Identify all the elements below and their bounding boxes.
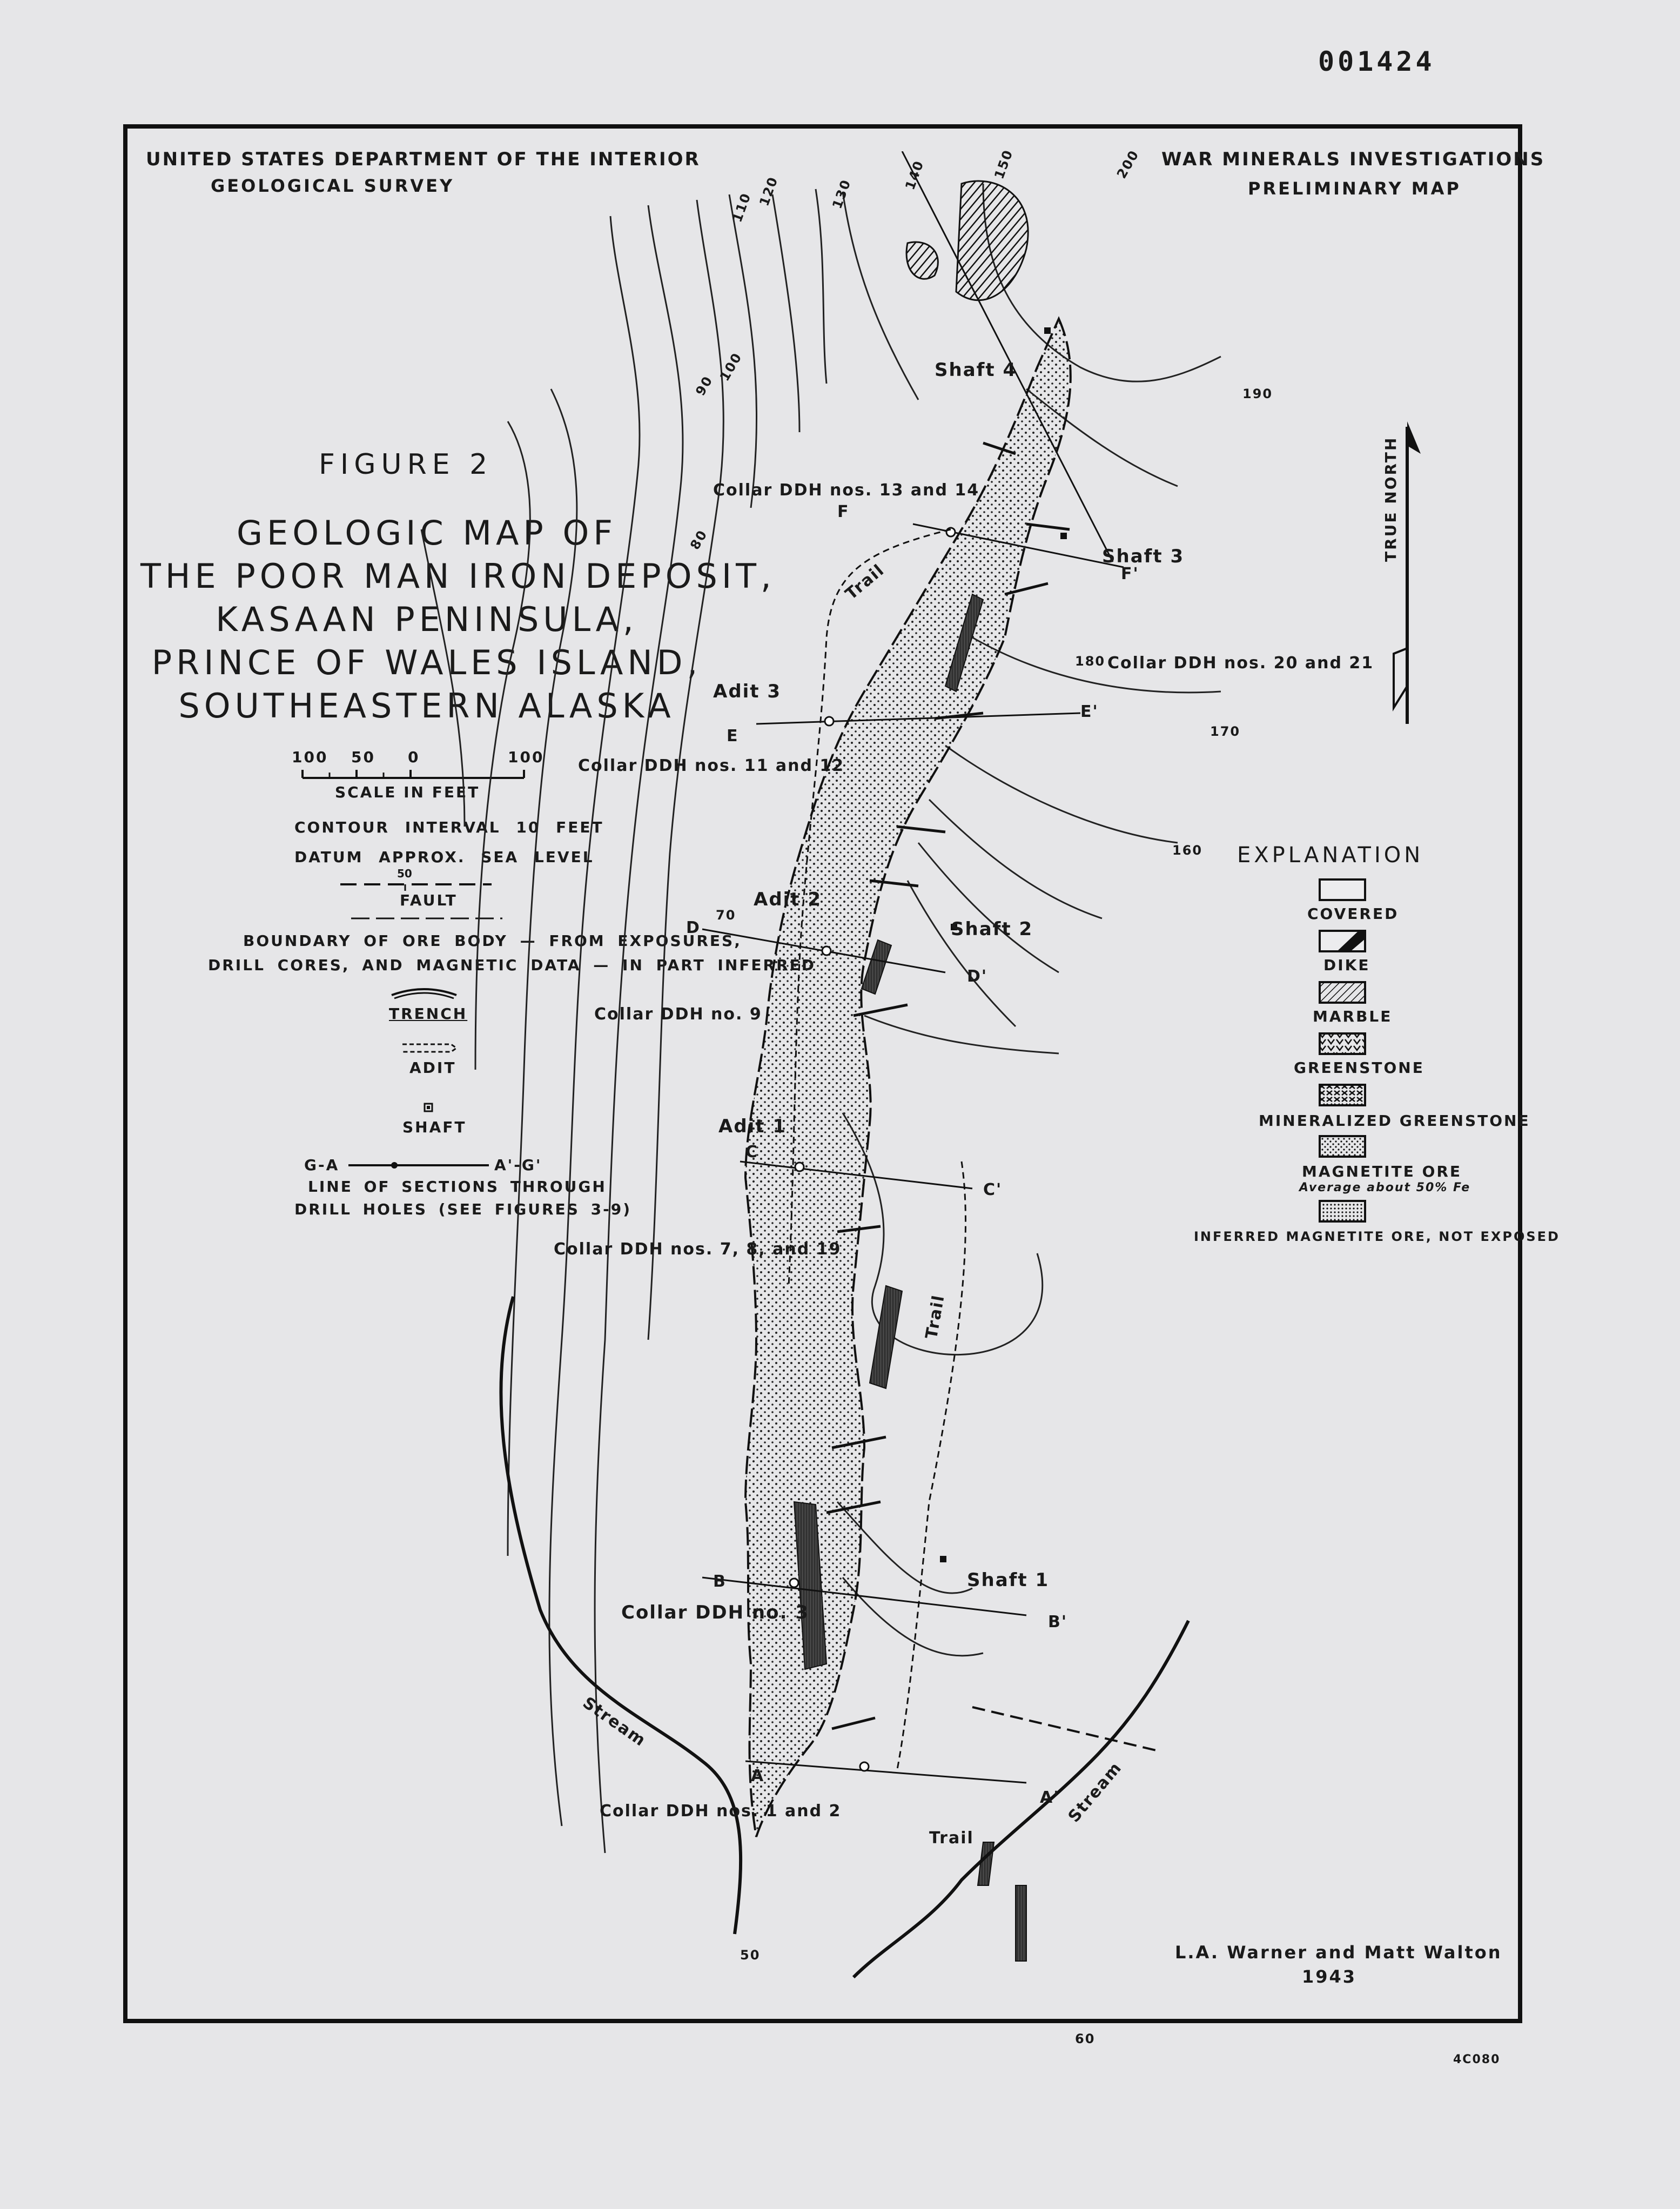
adit-symbol <box>402 1043 458 1053</box>
section-left-label: G-A <box>304 1156 340 1174</box>
section-B-prime: B' <box>1048 1613 1068 1631</box>
label-collar-3: Collar DDH no. 3 <box>621 1602 809 1623</box>
contour-160: 160 <box>1172 843 1203 858</box>
label-collar-11-12: Collar DDH nos. 11 and 12 <box>578 756 845 775</box>
agency-line-2: GEOLOGICAL SURVEY <box>211 176 455 196</box>
marble-swatch <box>1319 981 1366 1004</box>
label-collar-7-8-19: Collar DDH nos. 7, 8, and 19 <box>554 1240 842 1259</box>
scale-bar <box>301 770 525 779</box>
legend-dike: DIKE <box>1323 956 1370 974</box>
section-note-2: DRILL HOLES (SEE FIGURES 3-9) <box>294 1200 631 1218</box>
section-C-prime: C' <box>983 1180 1003 1199</box>
section-F: F <box>837 502 850 521</box>
contour-60: 60 <box>1075 2031 1096 2046</box>
figure-label: FIGURE 2 <box>319 448 493 481</box>
title-line-2: THE POOR MAN IRON DEPOSIT, <box>140 556 776 596</box>
scale-tick-0: 0 <box>408 748 420 766</box>
fault-label: FAULT <box>400 891 458 909</box>
legend-greenstone: GREENSTONE <box>1294 1059 1424 1077</box>
greenstone-swatch <box>1319 1032 1366 1055</box>
label-shaft-2: Shaft 2 <box>951 918 1033 940</box>
scale-tick-50: 50 <box>351 748 375 766</box>
inferred-ore-swatch <box>1319 1200 1366 1223</box>
contour-190: 190 <box>1242 386 1273 401</box>
contour-50: 50 <box>740 1948 761 1963</box>
map-frame <box>123 124 1522 2023</box>
legend-inferred-ore: INFERRED MAGNETITE ORE, NOT EXPOSED <box>1194 1229 1560 1244</box>
title-line-4: PRINCE OF WALES ISLAND, <box>151 643 702 682</box>
section-D-prime: D' <box>967 967 988 986</box>
label-trail-south: Trail <box>929 1829 974 1848</box>
legend-magnetite-note: Average about 50% Fe <box>1299 1181 1471 1194</box>
section-C: C <box>745 1143 759 1161</box>
section-A: A <box>751 1767 765 1785</box>
legend-mineralized-greenstone: MINERALIZED GREENSTONE <box>1259 1112 1530 1130</box>
trench-label: TRENCH <box>389 1005 468 1023</box>
contour-70: 70 <box>716 908 736 923</box>
legend-magnetite-ore: MAGNETITE ORE <box>1302 1163 1462 1180</box>
magnetite-ore-swatch <box>1319 1135 1366 1158</box>
datum-note: DATUM APPROX. SEA LEVEL <box>294 848 594 866</box>
shaft-label: SHAFT <box>402 1118 467 1136</box>
section-A-prime: A' <box>1040 1788 1060 1807</box>
credit-year: 1943 <box>1302 1966 1357 1987</box>
trench-symbol <box>391 988 457 999</box>
label-collar-20-21: Collar DDH nos. 20 and 21 <box>1107 654 1374 673</box>
fault-dip-value: 50 <box>397 867 412 880</box>
fault-symbol <box>340 883 492 891</box>
section-E-prime: E' <box>1080 702 1099 721</box>
label-shaft-1: Shaft 1 <box>967 1569 1050 1591</box>
ore-boundary-symbol <box>351 917 502 919</box>
label-shaft-4: Shaft 4 <box>935 359 1017 381</box>
label-adit-3: Adit 3 <box>713 681 782 702</box>
credit-authors: L.A. Warner and Matt Walton <box>1175 1942 1502 1963</box>
label-collar-13-14: Collar DDH nos. 13 and 14 <box>713 481 980 500</box>
contour-170: 170 <box>1210 724 1241 739</box>
mineralized-greenstone-swatch <box>1319 1084 1366 1106</box>
agency-line-1: UNITED STATES DEPARTMENT OF THE INTERIOR <box>146 149 701 170</box>
section-right-label: A'-G' <box>494 1156 542 1174</box>
label-collar-9: Collar DDH no. 9 <box>594 1005 762 1024</box>
dike-swatch <box>1319 930 1366 952</box>
contour-180: 180 <box>1075 654 1106 669</box>
shaft-symbol <box>424 1103 433 1112</box>
scale-label: SCALE IN FEET <box>335 783 480 801</box>
section-D: D <box>686 918 701 937</box>
section-note-1: LINE OF SECTIONS THROUGH <box>308 1178 607 1196</box>
adit-label: ADIT <box>409 1059 456 1077</box>
corner-code: 4C080 <box>1453 2053 1501 2066</box>
legend-marble: MARBLE <box>1313 1008 1393 1025</box>
section-F-prime: F' <box>1121 565 1139 583</box>
explanation-heading: EXPLANATION <box>1237 843 1424 868</box>
sheet-number: 001424 <box>1318 46 1435 77</box>
label-shaft-3: Shaft 3 <box>1102 546 1185 567</box>
program-line-2: PRELIMINARY MAP <box>1248 178 1461 199</box>
boundary-line-1: BOUNDARY OF ORE BODY — FROM EXPOSURES, <box>243 932 742 950</box>
label-collar-1-2: Collar DDH nos. 1 and 2 <box>600 1802 842 1821</box>
north-arrow-icon <box>1393 421 1421 724</box>
section-line-symbol <box>348 1162 489 1169</box>
program-line-1: WAR MINERALS INVESTIGATIONS <box>1161 149 1545 170</box>
title-line-3: KASAAN PENINSULA, <box>216 600 638 639</box>
contour-interval-note: CONTOUR INTERVAL 10 FEET <box>294 818 604 836</box>
covered-swatch <box>1319 878 1366 901</box>
scale-tick-100a: 100 <box>292 748 328 766</box>
geologic-map <box>420 151 1221 1979</box>
label-adit-2: Adit 2 <box>754 889 822 910</box>
scale-tick-100b: 100 <box>508 748 545 766</box>
boundary-line-2: DRILL CORES, AND MAGNETIC DATA — IN PART… <box>208 956 816 974</box>
label-adit-1: Adit 1 <box>718 1116 787 1137</box>
section-E: E <box>727 727 739 746</box>
legend-covered: COVERED <box>1307 905 1399 923</box>
title-line-5: SOUTHEASTERN ALASKA <box>178 686 675 726</box>
section-B: B <box>713 1572 727 1591</box>
